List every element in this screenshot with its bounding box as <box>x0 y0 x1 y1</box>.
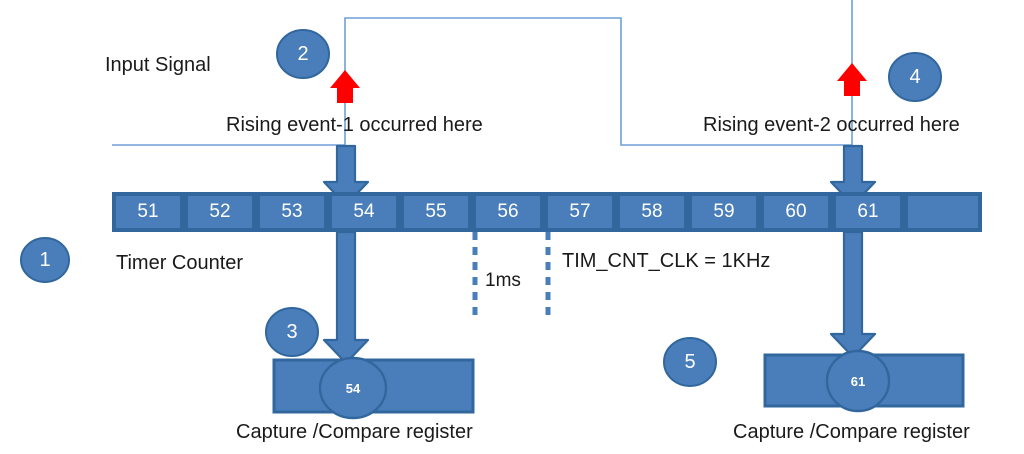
counter-cell-56: 56 <box>497 201 519 222</box>
timer-clock-label: TIM_CNT_CLK = 1KHz <box>562 250 771 272</box>
rising-event-1-label: Rising event-1 occurred here <box>226 114 483 136</box>
capture-compare-register-right-box <box>763 349 965 413</box>
rising-edge-arrow-2-icon <box>837 63 867 96</box>
rising-event-2-label: Rising event-2 occurred here <box>703 114 960 136</box>
step-badge-3-shape[interactable] <box>265 307 319 357</box>
counter-cell-52: 52 <box>209 201 231 222</box>
timer-counter-label: Timer Counter <box>116 252 244 274</box>
timer-counter-bar <box>112 192 982 232</box>
capture-arrow-counter-to-register-2-icon <box>829 230 877 359</box>
capture-arrow-counter-to-register-1-icon <box>322 230 370 365</box>
counter-cell-60: 60 <box>785 201 807 222</box>
counter-cell-58: 58 <box>641 201 663 222</box>
capture-compare-register-right-value: 61 <box>850 374 866 389</box>
step-badge-1-shape[interactable] <box>20 237 70 283</box>
tick-duration-label: 1ms <box>485 270 521 291</box>
capture-compare-register-left-value: 54 <box>345 381 361 396</box>
capture-compare-register-left-box <box>272 356 475 420</box>
counter-cell-53: 53 <box>281 201 303 222</box>
step-badge-2-label[interactable]: 2 <box>297 43 309 65</box>
input-signal-label: Input Signal <box>105 54 211 76</box>
step-badge-3-label[interactable]: 3 <box>286 321 298 343</box>
capture-compare-register-right-caption: Capture /Compare register <box>733 421 970 443</box>
rising-edge-arrow-1-icon <box>330 70 360 103</box>
counter-cell-54: 54 <box>353 201 375 222</box>
step-badge-1-label[interactable]: 1 <box>39 249 51 271</box>
step-badge-5-label[interactable]: 5 <box>684 351 696 373</box>
counter-cell-57: 57 <box>569 201 591 222</box>
counter-cell-59: 59 <box>713 201 735 222</box>
counter-cell-51: 51 <box>137 201 159 222</box>
counter-cell-61: 61 <box>857 201 879 222</box>
step-badge-2-shape[interactable] <box>276 29 330 79</box>
counter-cell-55: 55 <box>425 201 447 222</box>
step-badge-5-shape[interactable] <box>663 337 717 387</box>
step-badge-4-shape[interactable] <box>888 52 942 102</box>
capture-compare-register-left-caption: Capture /Compare register <box>236 421 473 443</box>
step-badge-4-label[interactable]: 4 <box>909 66 921 88</box>
